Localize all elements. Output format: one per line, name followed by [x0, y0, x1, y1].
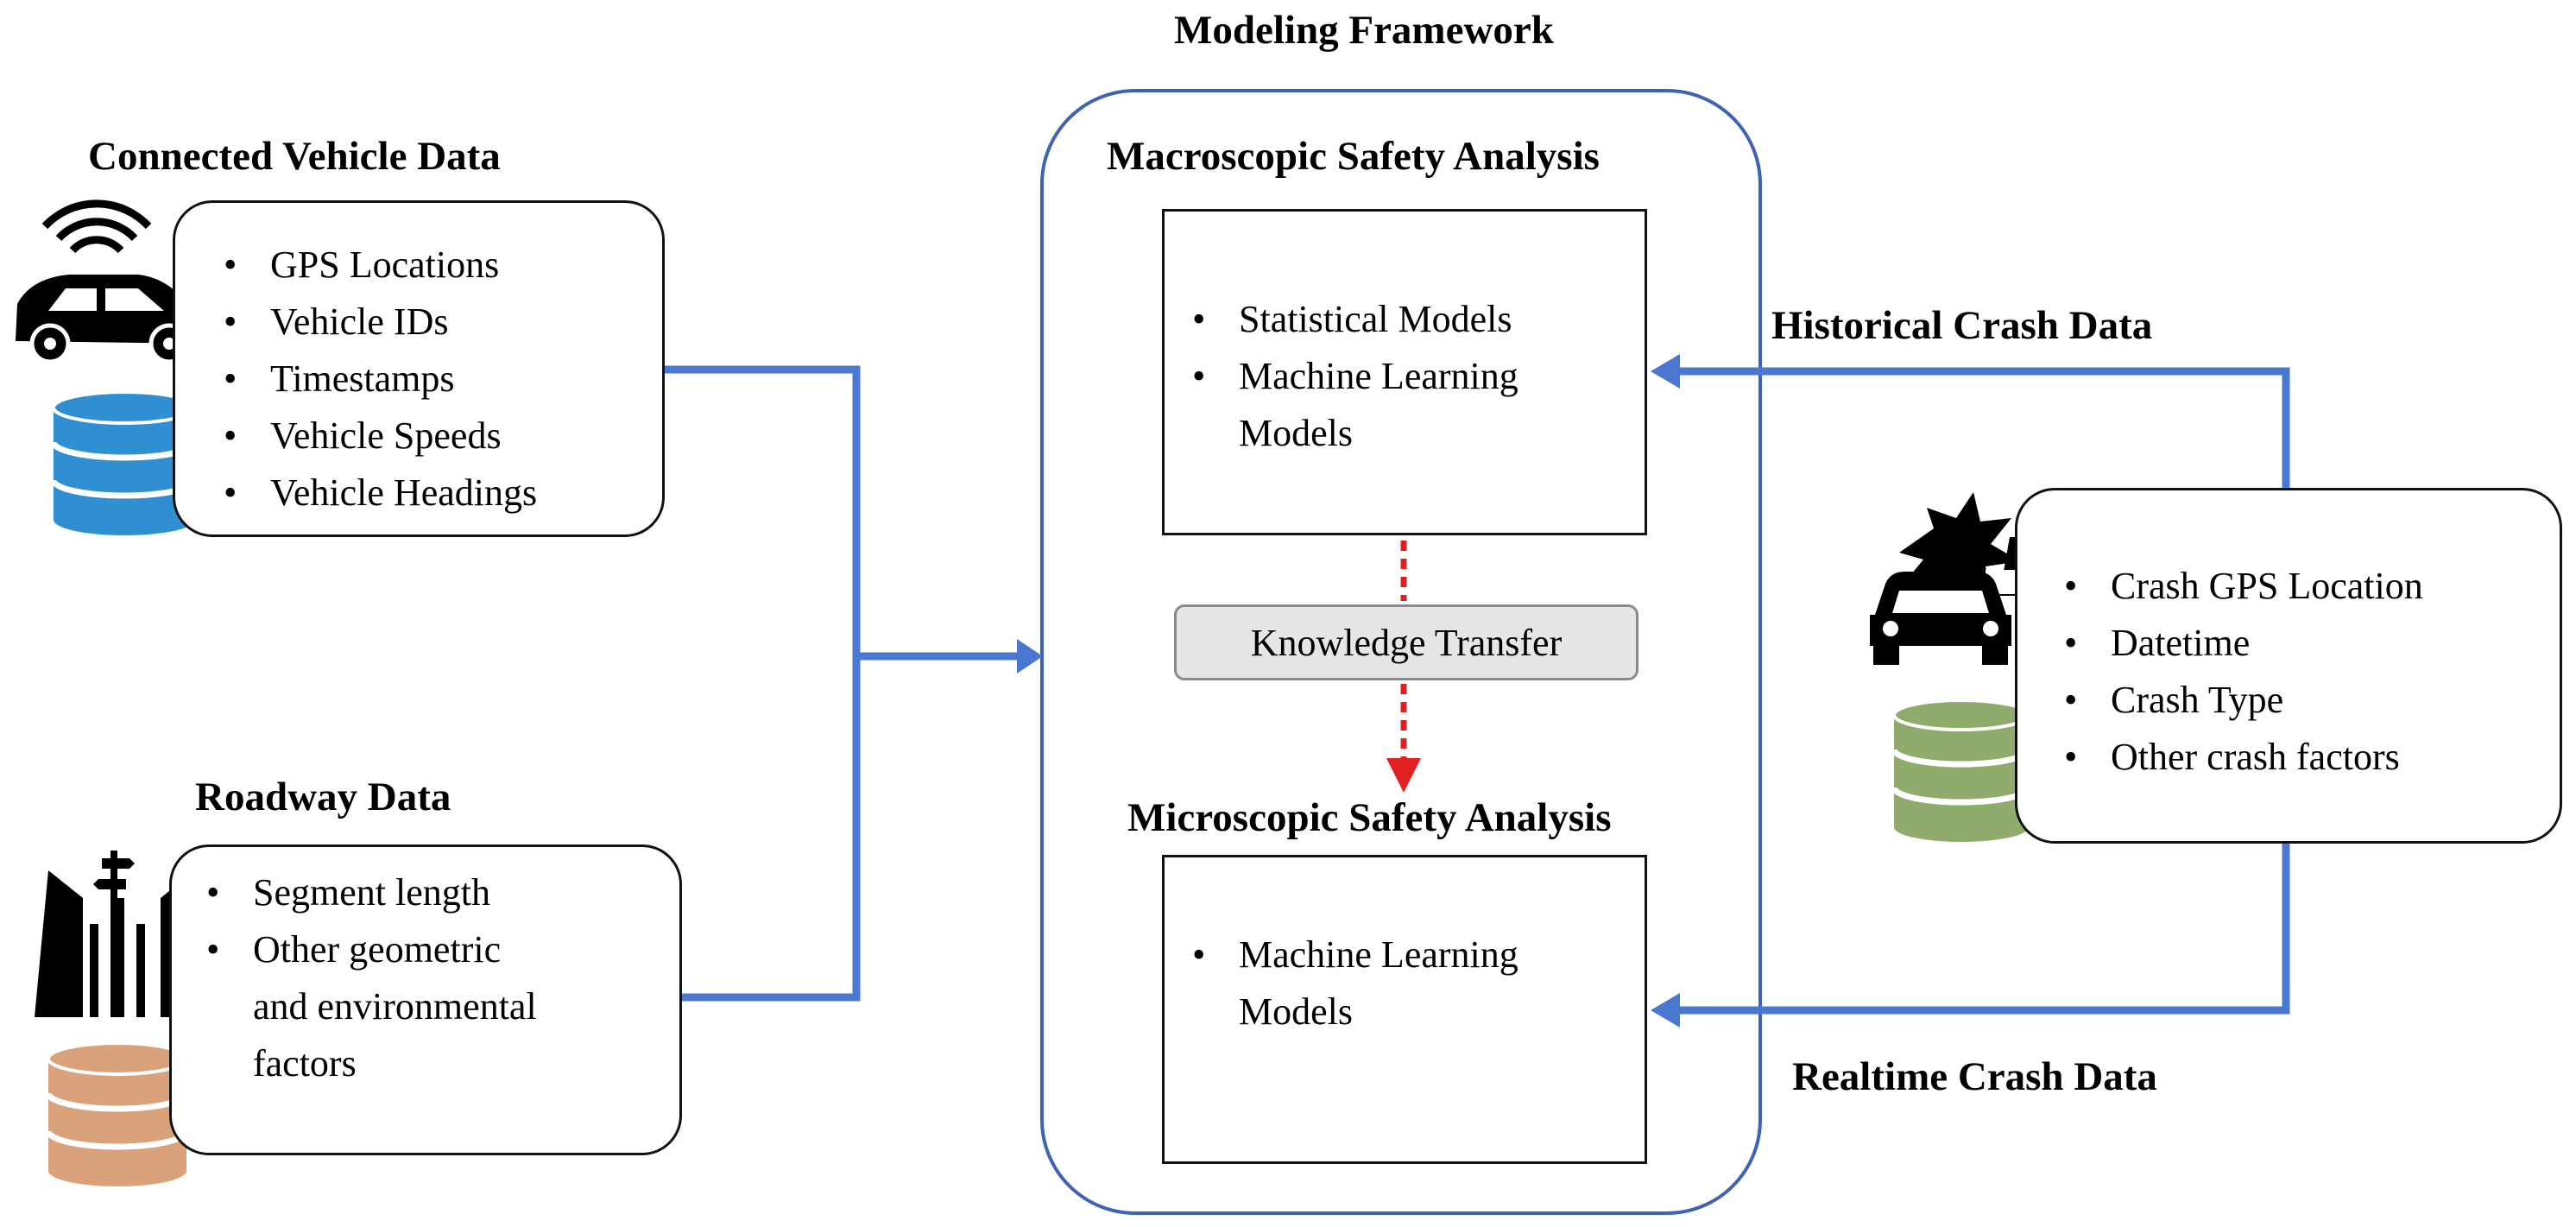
list-item: GPS Locations: [224, 237, 662, 294]
list-item: Statistical Models: [1192, 291, 1645, 348]
roadway-title: Roadway Data: [195, 775, 451, 819]
micro-analysis-title: Microscopic Safety Analysis: [1127, 795, 1612, 840]
crash-data-box: Crash GPS Location Datetime Crash Type O…: [2015, 488, 2562, 844]
connected-vehicle-title: Connected Vehicle Data: [88, 134, 501, 179]
roadway-list: Segment length Other geometric and envir…: [206, 864, 679, 1092]
connected-vehicle-box: GPS Locations Vehicle IDs Timestamps Veh…: [173, 200, 665, 537]
list-item-continuation: Models: [1239, 412, 1353, 454]
knowledge-transfer-label: Knowledge Transfer: [1174, 604, 1638, 680]
realtime-crash-label: Realtime Crash Data: [1792, 1054, 2157, 1099]
crash-flow-lines: [1676, 367, 2290, 1015]
flow-arrowhead-historical: [1651, 354, 1680, 389]
macro-analysis-list: Statistical Models Machine Learning Mode…: [1192, 291, 1645, 462]
flow-arrowhead-realtime: [1651, 993, 1680, 1028]
list-item: Segment length: [206, 864, 679, 921]
micro-analysis-box: Machine Learning Models: [1162, 855, 1647, 1164]
list-item: Machine Learning: [1192, 927, 1645, 983]
connected-car-icon: [16, 199, 204, 364]
roadway-box: Segment length Other geometric and envir…: [169, 844, 682, 1155]
list-item: Vehicle IDs: [224, 294, 662, 351]
list-item: factors: [206, 1035, 679, 1092]
list-item: Models: [1192, 405, 1645, 462]
list-item: Timestamps: [224, 351, 662, 408]
framework-title: Modeling Framework: [1174, 8, 1554, 53]
database-icon: [45, 1041, 190, 1186]
historical-crash-label: Historical Crash Data: [1771, 303, 2153, 348]
list-item-continuation: factors: [253, 1042, 357, 1085]
list-item: Datetime: [2064, 615, 2560, 672]
list-item: Vehicle Speeds: [224, 408, 662, 465]
macro-analysis-title: Macroscopic Safety Analysis: [1107, 134, 1600, 179]
database-icon: [1891, 699, 2032, 842]
list-item: and environmental: [206, 978, 679, 1035]
list-item: Crash Type: [2064, 672, 2560, 729]
connected-vehicle-list: GPS Locations Vehicle IDs Timestamps Veh…: [224, 237, 662, 522]
list-item: Machine Learning: [1192, 348, 1645, 405]
modeling-framework-frame: [1040, 89, 1762, 1215]
flow-arrowhead-framework: [1017, 639, 1043, 674]
list-item: Crash GPS Location: [2064, 558, 2560, 615]
list-item: Other crash factors: [2064, 729, 2560, 786]
list-item: Vehicle Headings: [224, 465, 662, 522]
macro-analysis-box: Statistical Models Machine Learning Mode…: [1162, 209, 1647, 535]
list-item-continuation: Models: [1239, 990, 1353, 1033]
micro-analysis-list: Machine Learning Models: [1192, 927, 1645, 1040]
input-flow-lines: [665, 365, 1017, 1002]
list-item: Other geometric: [206, 921, 679, 978]
crash-data-list: Crash GPS Location Datetime Crash Type O…: [2064, 558, 2560, 786]
list-item-continuation: and environmental: [253, 985, 537, 1028]
knowledge-transfer-arrow: [1386, 541, 1421, 793]
list-item: Models: [1192, 983, 1645, 1040]
